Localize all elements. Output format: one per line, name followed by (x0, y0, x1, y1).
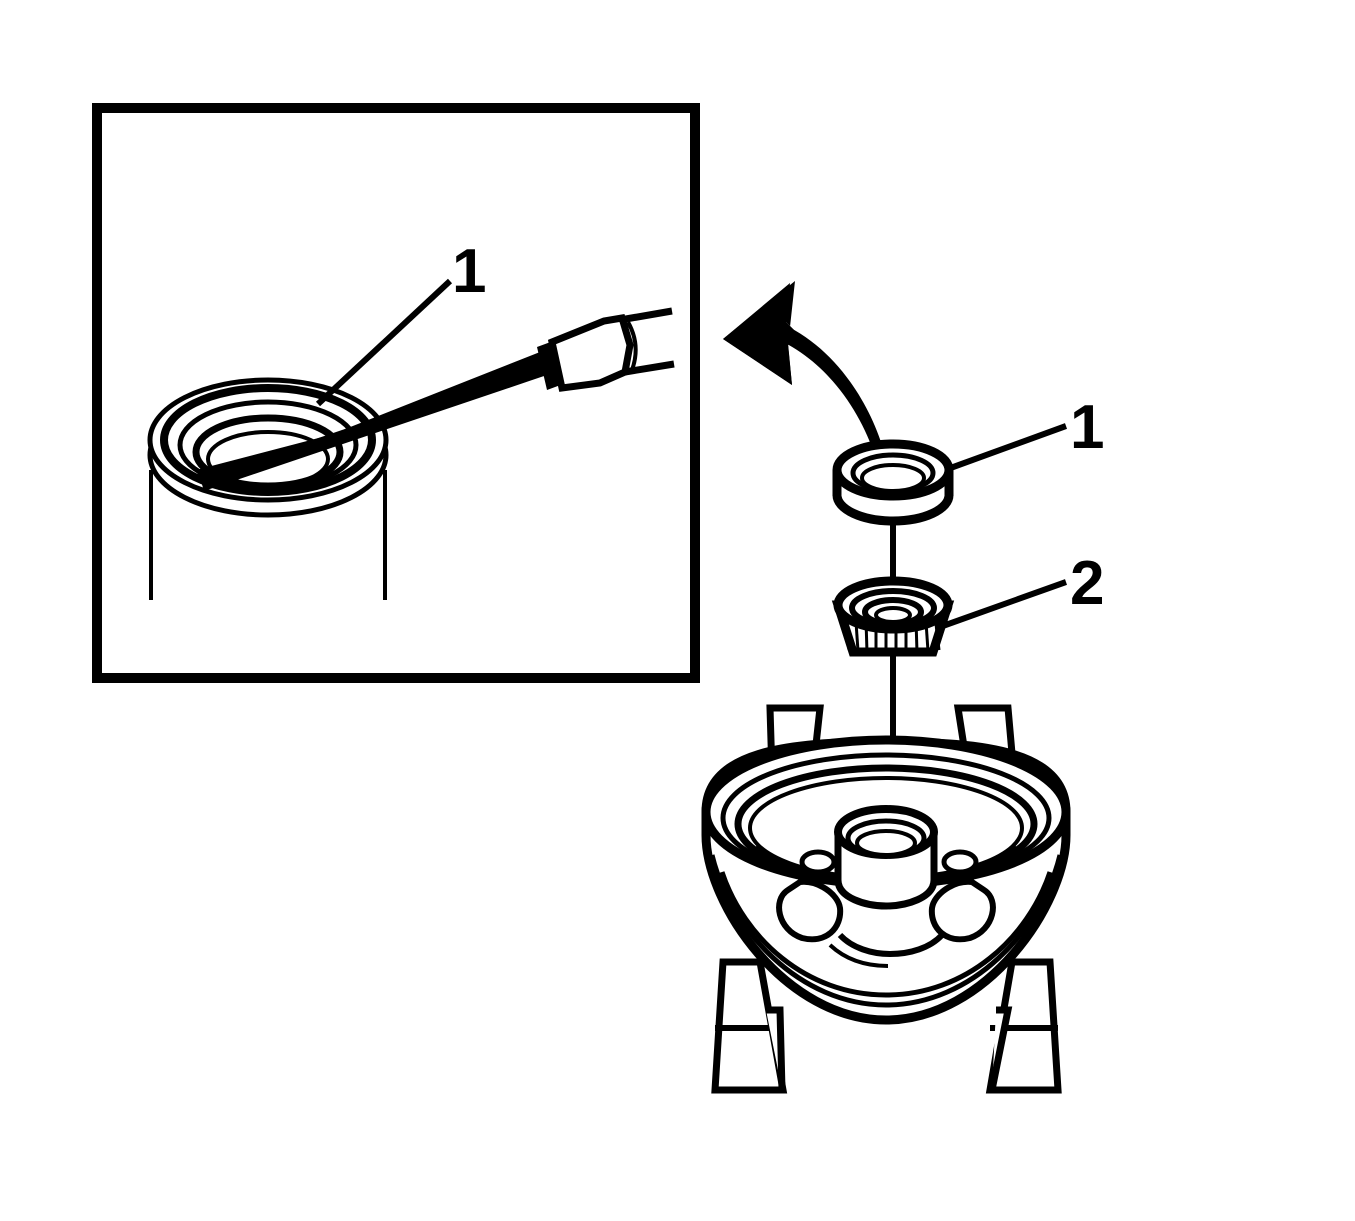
detail-callout-1-leader (315, 278, 453, 407)
bearing-callout-label: 2 (1070, 549, 1104, 618)
stand-strut-left (766, 1006, 786, 1091)
detail-inset-panel: 1 (92, 103, 700, 683)
part-oil-seal: 1 (832, 393, 1104, 526)
screwdriver (196, 307, 675, 491)
oil-seal-in-bore (160, 384, 376, 496)
brake-drum-hub (701, 735, 1071, 1025)
seal-outer-edge (160, 384, 376, 496)
screwdriver-handle-end-curve (626, 321, 638, 371)
arrow-head-fill (723, 281, 800, 385)
hub-bore-inner (855, 829, 917, 857)
lightening-hole-bottom (837, 932, 945, 958)
hub-face (753, 805, 1019, 968)
support-stand-front-legs (711, 958, 1062, 1094)
hub-face-arc-right (931, 845, 1019, 883)
detail-callout-1: 1 (315, 237, 486, 407)
hub-face-lower-contour (828, 943, 889, 968)
bearing-callout-leader (938, 579, 1068, 630)
screwdriver-handle-top-edge (619, 307, 673, 324)
screwdriver-handle-bottom-edge (624, 360, 675, 376)
stand-strut-right (988, 1006, 1013, 1091)
hub-face-arc-left (753, 845, 841, 883)
detail-box-border (92, 103, 700, 683)
screwdriver-handle (547, 314, 634, 392)
seal-inner-bore (206, 430, 330, 488)
detail-callout-1-label: 1 (452, 237, 486, 306)
hub-bore-cylinder (149, 470, 387, 600)
bearing-bore (874, 606, 912, 624)
seal-lip (860, 463, 926, 493)
seal-callout-label: 1 (1070, 393, 1104, 462)
screwdriver-shank-upper (330, 352, 544, 446)
part-tapered-roller-bearing: 2 (831, 549, 1104, 657)
lightening-hole-left (776, 878, 844, 943)
seal-callout-leader (943, 423, 1068, 473)
drum-lower-contours (709, 854, 1063, 1008)
wheel-stud-left (799, 849, 837, 875)
lightening-hole-right (928, 878, 996, 943)
